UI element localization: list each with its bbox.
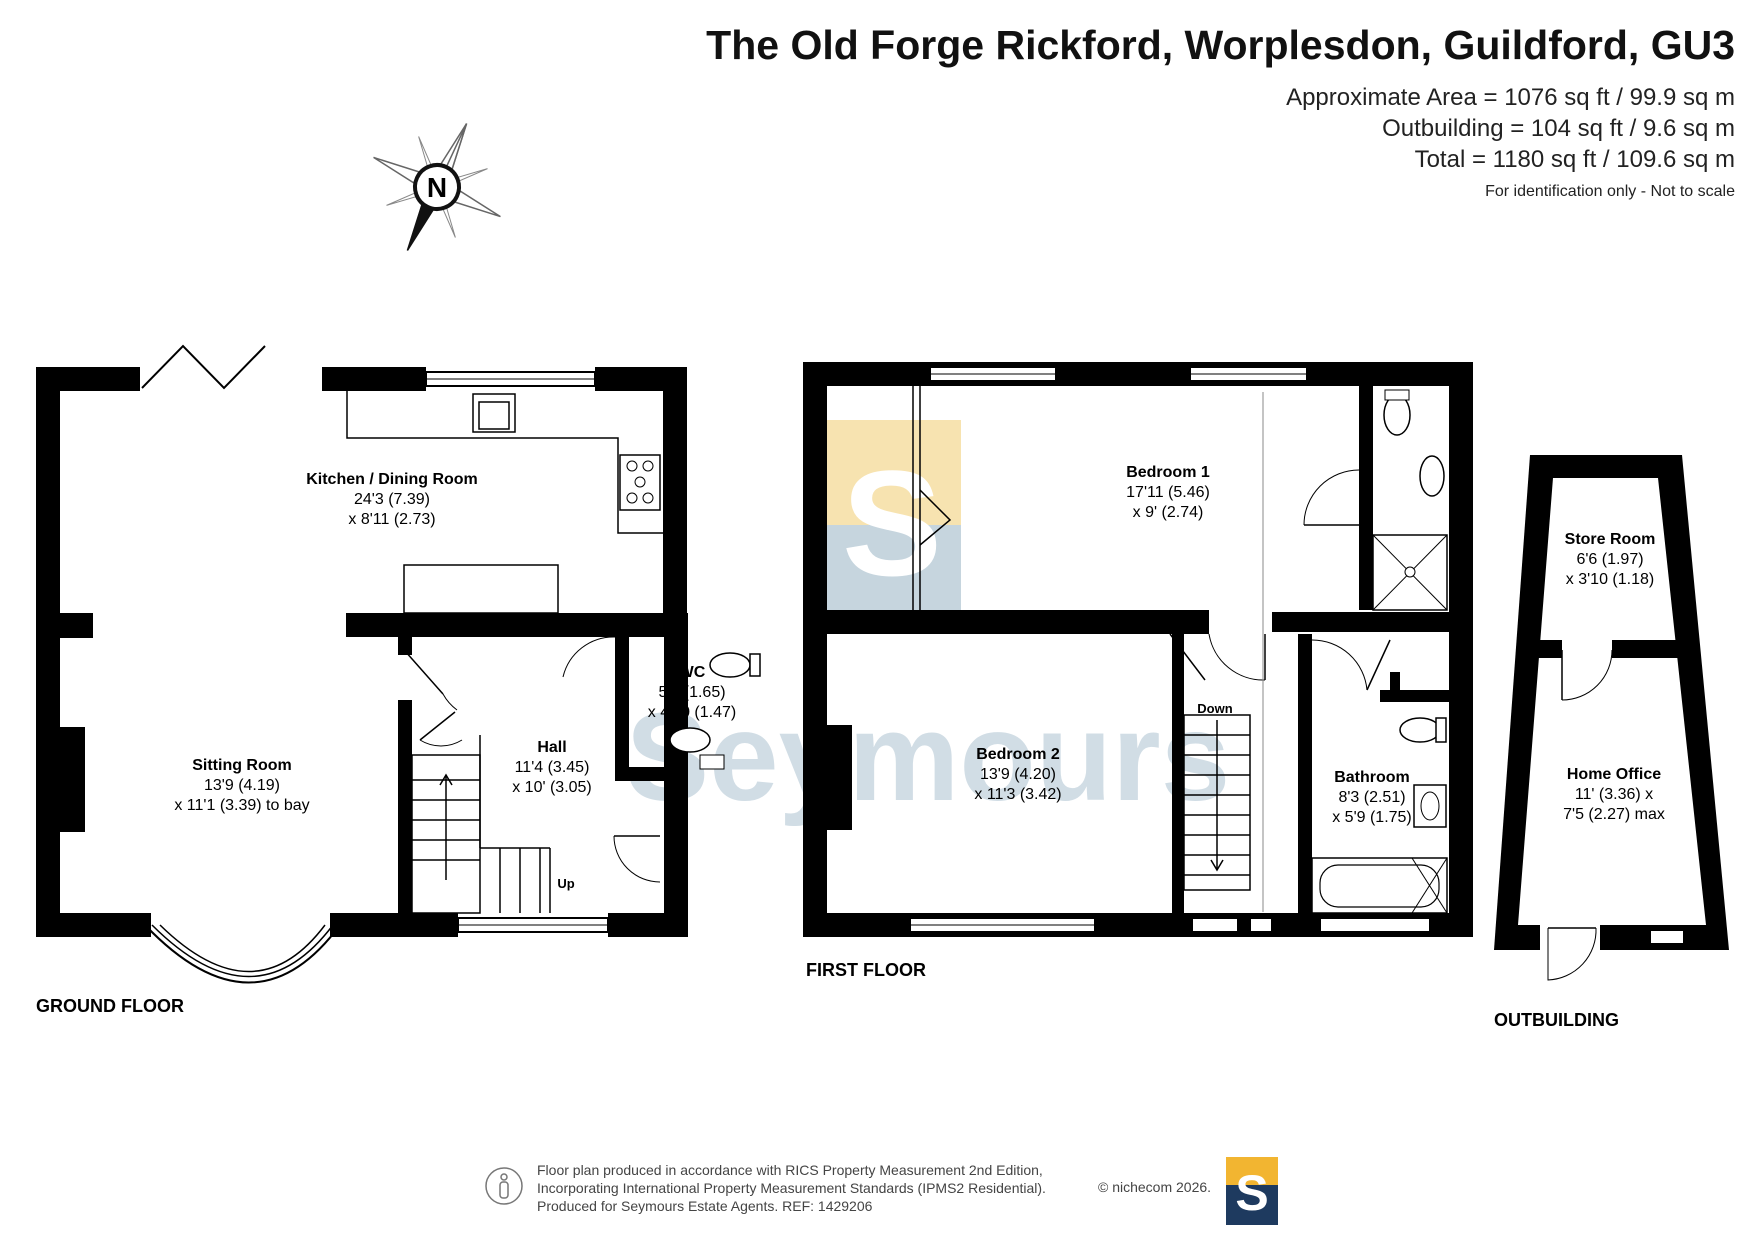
floor-labels: GROUND FLOOR FIRST FLOOR OUTBUILDING	[36, 960, 1619, 1030]
kitchen-name: Kitchen / Dining Room	[306, 471, 478, 488]
store-room-dim1: 6'6 (1.97)	[1576, 551, 1643, 568]
bedroom2-dim2: x 11'3 (3.42)	[974, 786, 1061, 803]
store-room-dim2: x 3'10 (1.18)	[1566, 571, 1654, 588]
footer-notes: Floor plan produced in accordance with R…	[537, 1161, 1046, 1215]
wc-dim2: x 4'10 (1.47)	[648, 704, 736, 721]
footer-line-2: Incorporating International Property Mea…	[537, 1180, 1046, 1196]
home-office-dim1: 11' (3.36) x	[1575, 786, 1653, 803]
footer-line-1: Floor plan produced in accordance with R…	[537, 1162, 1043, 1178]
home-office-name: Home Office	[1567, 766, 1661, 783]
bedroom1-dim2: x 9' (2.74)	[1133, 504, 1204, 521]
bedroom1-name: Bedroom 1	[1126, 464, 1210, 481]
hall-dim1: 11'4 (3.45)	[515, 759, 590, 776]
first-floor-label: FIRST FLOOR	[806, 960, 926, 980]
bedroom1-dim1: 17'11 (5.46)	[1126, 484, 1210, 501]
sitting-room-name: Sitting Room	[192, 757, 292, 774]
bedroom2-name: Bedroom 2	[976, 746, 1060, 763]
ground-floor-plan	[36, 344, 761, 984]
watermark-text: Seymours	[626, 688, 1230, 827]
wc-dim1: 5'5 (1.65)	[658, 684, 725, 701]
stairs-down-label: Down	[1197, 701, 1232, 716]
hall-name: Hall	[537, 739, 566, 756]
total-area: Total = 1180 sq ft / 109.6 sq m	[1414, 146, 1735, 173]
bathroom-dim1: 8'3 (2.51)	[1338, 789, 1405, 806]
store-room-name: Store Room	[1565, 531, 1656, 548]
outbuilding-label: OUTBUILDING	[1494, 1010, 1619, 1030]
footer-line-3: Produced for Seymours Estate Agents. REF…	[537, 1198, 873, 1214]
compass-label: N	[427, 172, 447, 203]
accessibility-person-icon	[485, 1167, 523, 1205]
sitting-room-dim2: x 11'1 (3.39) to bay	[174, 797, 309, 814]
kitchen-dim2: x 8'11 (2.73)	[348, 511, 435, 528]
room-labels: Kitchen / Dining Room 24'3 (7.39) x 8'11…	[174, 464, 1665, 891]
watermark-logo-letter: S	[842, 439, 942, 607]
ground-floor-label: GROUND FLOOR	[36, 996, 184, 1016]
kitchen-dim1: 24'3 (7.39)	[354, 491, 430, 508]
home-office-dim2: 7'5 (2.27) max	[1563, 806, 1665, 823]
wc-name: WC	[679, 664, 706, 681]
stairs-up-label: Up	[557, 876, 574, 891]
sitting-room-dim1: 13'9 (4.19)	[204, 777, 280, 794]
disclaimer: For identification only - Not to scale	[1485, 183, 1735, 200]
bathroom-name: Bathroom	[1334, 769, 1410, 786]
watermark-logo-bottom	[823, 525, 961, 612]
watermark: S Seymours	[626, 420, 1230, 827]
outbuilding-plan	[1494, 455, 1729, 981]
seymours-logo: S	[1226, 1157, 1278, 1225]
north-arrow-icon: N	[373, 123, 501, 251]
first-floor-plan	[803, 362, 1473, 937]
page-title: The Old Forge Rickford, Worplesdon, Guil…	[706, 22, 1735, 68]
bedroom2-dim1: 13'9 (4.20)	[980, 766, 1056, 783]
bathroom-dim2: x 5'9 (1.75)	[1332, 809, 1412, 826]
seymours-logo-letter: S	[1235, 1165, 1269, 1221]
outbuilding-area: Outbuilding = 104 sq ft / 9.6 sq m	[1382, 115, 1735, 142]
footer-copyright: © nichecom 2026.	[1098, 1179, 1212, 1195]
hall-dim2: x 10' (3.05)	[512, 779, 592, 796]
approximate-area: Approximate Area = 1076 sq ft / 99.9 sq …	[1286, 84, 1735, 111]
